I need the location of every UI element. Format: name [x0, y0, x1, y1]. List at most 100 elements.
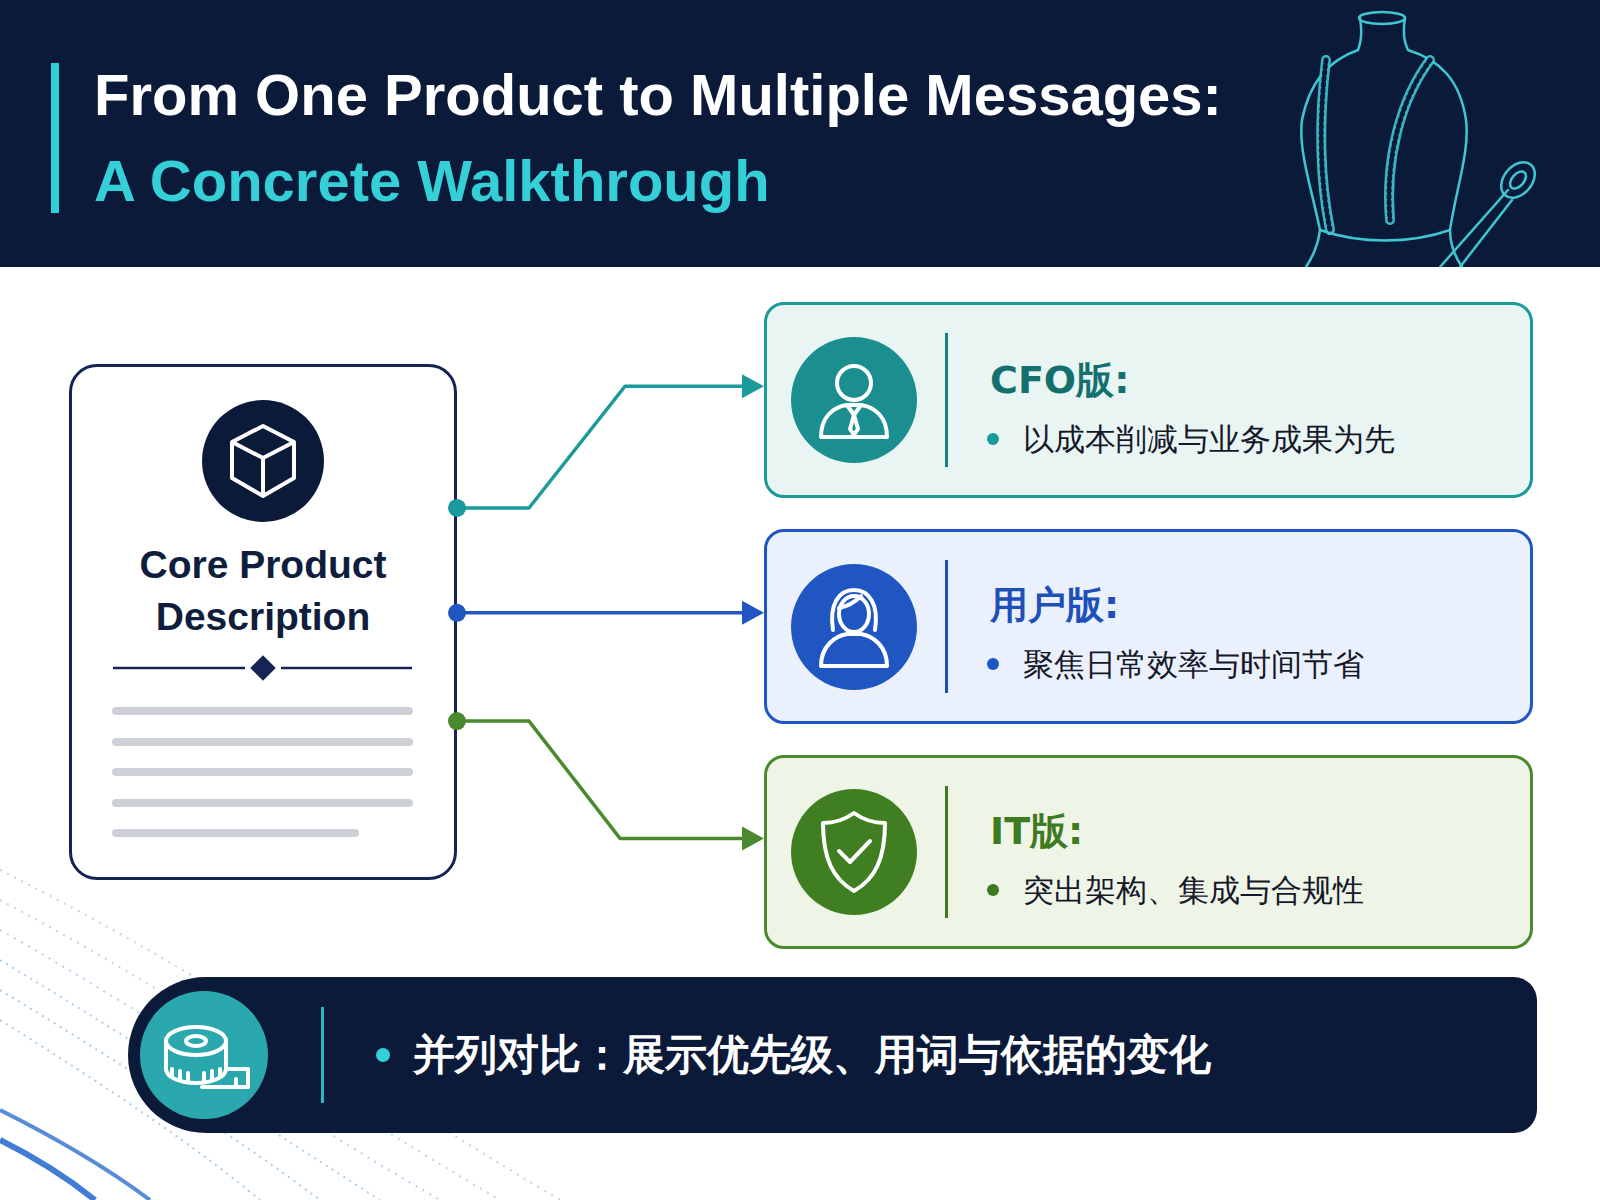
- mannequin-lines-part: [1389, 60, 1430, 220]
- card-divider: [945, 560, 948, 693]
- audience-card: 用户版: 聚焦日常效率与时间节省: [764, 529, 1533, 724]
- node-icon-part-part-part: [166, 1041, 226, 1083]
- node-icon-part-part: [202, 400, 324, 522]
- node-icon-part-part-part: [821, 634, 887, 666]
- mannequin-lines-part: [1359, 12, 1405, 24]
- node-icon-part-part-part: [186, 1036, 206, 1046]
- node-icon-part-part: [791, 337, 917, 463]
- audience-heading: IT版:: [990, 808, 1083, 854]
- product-box: Core Product Description: [69, 364, 457, 880]
- header-band: From One Product to Multiple Messages: A…: [0, 0, 1600, 267]
- mannequin-lines-part: [1320, 230, 1450, 241]
- arrow-head: [742, 374, 764, 398]
- audience-point: 以成本削减与业务成果为先: [1023, 419, 1395, 459]
- connector-dot: [448, 604, 466, 622]
- node-icon-part-part-part: [839, 841, 870, 862]
- audience-heading: CFO版:: [990, 357, 1129, 403]
- connector: [448, 374, 764, 517]
- node-icon-part-part: [821, 590, 887, 666]
- node-icon-part-part: [823, 813, 885, 891]
- node-icon: [140, 991, 268, 1123]
- text-placeholder-lines-part-part: [116, 799, 409, 807]
- node-icon-part-part-part: [823, 813, 885, 891]
- node-icon-part-part: [166, 1027, 248, 1087]
- node-icon-part-part-part: [261, 458, 265, 496]
- node-icon-part-part-part: [839, 596, 869, 632]
- audience-point: 突出架构、集成与合规性: [1023, 870, 1364, 910]
- text-placeholder-lines-part-part: [116, 829, 355, 837]
- mannequin-lines-part: [1321, 60, 1330, 230]
- node-icon-part-part: [140, 991, 268, 1119]
- audience-heading: 用户版:: [990, 582, 1119, 628]
- node-icon-part-part: [791, 564, 917, 690]
- arrow-head: [742, 826, 764, 850]
- mannequin-illustration: [1290, 0, 1600, 267]
- connector: [448, 601, 764, 625]
- node-icon: [791, 789, 917, 919]
- text-placeholder-lines-part-part: [116, 738, 409, 746]
- arrow-head: [742, 601, 764, 625]
- node-icon: [791, 564, 917, 694]
- audience-card: CFO版: 以成本削减与业务成果为先: [764, 302, 1533, 498]
- mannequin-lines-part: [1460, 200, 1512, 267]
- wave-lines-part: [0, 1140, 95, 1200]
- connector-dot: [448, 499, 466, 517]
- bullet-dot: [987, 433, 999, 445]
- mannequin-lines-part: [1507, 168, 1529, 191]
- connector: [448, 712, 764, 850]
- text-placeholder-lines-part: [281, 667, 412, 670]
- node-icon-part-part-part: [837, 366, 871, 400]
- diagram-title: From One Product to Multiple Messages: A…: [94, 52, 1254, 224]
- wave-lines-part: [0, 1110, 150, 1200]
- summary-band: 并列对比：展示优先级、用词与依据的变化: [128, 977, 1537, 1133]
- node-icon-part: [202, 400, 324, 522]
- node-icon-part-part-part: [839, 596, 861, 608]
- mannequin-lines-part: [1494, 156, 1541, 205]
- card-divider: [945, 333, 948, 467]
- node-icon-part-part: [791, 789, 917, 915]
- connector-line: [457, 386, 744, 508]
- text-placeholder-lines: [69, 364, 457, 880]
- node-icon-part: [791, 789, 917, 915]
- text-placeholder-lines-part: [113, 667, 245, 670]
- audience-card: IT版: 突出架构、集成与合规性: [764, 755, 1533, 949]
- text-placeholder-lines-part: [250, 655, 275, 680]
- node-icon-part: [140, 991, 268, 1119]
- connector-dot: [448, 712, 466, 730]
- mannequin-lines-part: [1321, 60, 1330, 230]
- card-divider: [945, 786, 948, 918]
- node-icon-part: [791, 337, 917, 463]
- node-icon: [791, 337, 917, 467]
- node-icon-part-part-part: [821, 405, 887, 437]
- summary-text: 并列对比：展示优先级、用词与依据的变化: [413, 1029, 1211, 1081]
- accent-bar: [51, 63, 59, 213]
- bullet-dot: [376, 1048, 390, 1062]
- bullet-dot: [987, 884, 999, 896]
- mannequin-lines-part: [1404, 18, 1467, 267]
- text-placeholder-lines-part-part: [116, 768, 409, 776]
- node-icon-part-part-part: [232, 426, 294, 496]
- node-icon-part-part: [821, 366, 887, 437]
- band-divider: [321, 1007, 324, 1103]
- text-placeholder-lines-part-part: [116, 707, 409, 715]
- node-icon: [202, 400, 324, 526]
- mannequin-lines-part: [1389, 60, 1430, 220]
- connector-line: [457, 611, 744, 615]
- node-icon-part-part-part: [172, 1069, 236, 1087]
- mannequin-lines-part: [1301, 18, 1361, 267]
- product-title: Core Product Description: [92, 539, 434, 643]
- bullet-dot: [987, 658, 999, 670]
- node-icon-part-part: [232, 426, 294, 496]
- node-icon-part-part-part: [850, 415, 858, 435]
- mannequin-lines-part: [1440, 190, 1508, 267]
- node-icon-part-part-part: [166, 1027, 226, 1055]
- node-icon-part-part-part: [202, 1069, 248, 1087]
- node-icon-part: [791, 564, 917, 690]
- node-icon-part-part-part: [232, 442, 294, 458]
- audience-point: 聚焦日常效率与时间节省: [1023, 644, 1364, 684]
- text-placeholder-lines-part: [116, 711, 409, 833]
- mannequin-lines: [1301, 12, 1541, 267]
- connector-line: [457, 721, 744, 838]
